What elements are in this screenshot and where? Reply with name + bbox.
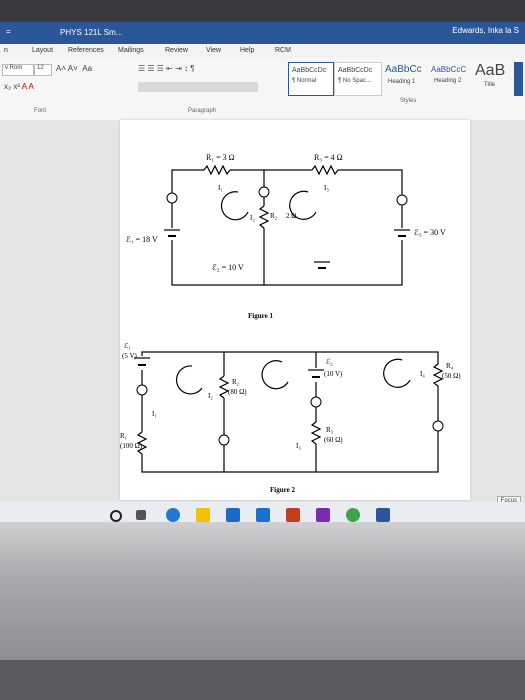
document-page[interactable]: R₁ = 3 Ω R₃ = 4 Ω I₁ I₃ I₂ R₂ 2 Ω ℰ₁ = 1…: [120, 120, 470, 500]
keyboard: [0, 660, 525, 700]
fig2-i3-label: I₃: [296, 442, 301, 450]
fig1-i1-label: I₁: [218, 184, 223, 192]
chrome-icon[interactable]: [346, 508, 360, 522]
task-view-icon[interactable]: [136, 510, 146, 520]
list-icons[interactable]: ☰ ☰ ☰ ⇤ ⇥ ↕ ¶: [138, 64, 195, 73]
fig2-e1-value: (5 V): [122, 352, 138, 360]
fig1-loop-arrow-left: [220, 191, 249, 221]
fig1-outer-loop: [171, 169, 403, 286]
fig2-e2-value: (10 V): [324, 370, 343, 378]
tab-rcm[interactable]: RCM: [275, 47, 291, 54]
figure-2: ℰ₁ (5 V) R₁ (100 Ω) I₁ I₂ R₂ (80 Ω) ℰ₂ (…: [120, 342, 461, 494]
font-name-select[interactable]: v Rom: [2, 64, 34, 76]
ribbon-tabs: n Layout References Mailings Review View…: [0, 44, 525, 58]
fig1-r1-resistor: [203, 164, 231, 176]
fig2-r3-resistor: [310, 421, 322, 445]
fig2-r1-label: R₁: [120, 432, 127, 440]
fig2-r2-label: R₂: [232, 378, 240, 386]
style-heading1[interactable]: AaBbCc Heading 1: [385, 64, 422, 85]
word-icon[interactable]: [376, 508, 390, 522]
fig1-r3-resistor: [311, 164, 339, 176]
fig1-caption: Figure 1: [248, 312, 273, 320]
user-name[interactable]: Edwards, Inka la S: [452, 26, 519, 35]
circuit-figures: R₁ = 3 Ω R₃ = 4 Ω I₁ I₃ I₂ R₂ 2 Ω ℰ₁ = 1…: [120, 153, 461, 494]
fig2-r1-value: (100 Ω): [120, 442, 143, 450]
fig2-e1-label: ℰ₁: [124, 342, 131, 350]
tab-references[interactable]: References: [68, 47, 104, 54]
style-normal[interactable]: AaBbCcDc ¶ Normal: [288, 62, 334, 96]
fig1-r2-resistor: [258, 205, 270, 229]
tab-layout[interactable]: Layout: [32, 47, 54, 54]
fig2-r2-value: (80 Ω): [228, 388, 247, 396]
fig1-r2-value: 2 Ω: [286, 212, 296, 220]
fig2-outer-loop: [141, 351, 439, 473]
fig2-loop-arrow-3: [383, 358, 411, 388]
styles-group-label: Styles: [400, 98, 417, 104]
fig1-e3-label: ℰ₃ = 30 V: [414, 228, 446, 237]
ribbon: v Rom 12 A˄ A˅ Aa x₂ x² A A ☰ ☰ ☰ ⇤ ⇥ ↕ …: [0, 58, 525, 121]
fig2-e2-label: ℰ₂: [326, 358, 333, 366]
font-size-select[interactable]: 12: [34, 64, 52, 76]
document-title: PHYS 121L Sm...: [60, 28, 123, 37]
edge-icon[interactable]: [166, 508, 180, 522]
fig2-r3-label: R₃: [326, 426, 334, 434]
laptop-bezel: [0, 522, 525, 660]
tab-view[interactable]: View: [206, 47, 222, 54]
app-icon[interactable]: [316, 508, 330, 522]
fig2-r4-resistor: [432, 363, 444, 387]
figure-1: R₁ = 3 Ω R₃ = 4 Ω I₁ I₃ I₂ R₂ 2 Ω ℰ₁ = 1…: [126, 153, 446, 320]
fig2-loop-arrow-2: [261, 360, 289, 390]
fig1-loop-arrow-right: [289, 190, 317, 220]
style-heading2[interactable]: AaBbCcC Heading 2: [431, 65, 467, 84]
taskbar: [0, 502, 525, 522]
grow-font-icon[interactable]: A˄ A˅ Aa: [56, 64, 93, 73]
fig1-e2-label: ℰ₂ = 10 V: [212, 263, 244, 272]
paragraph-group-label: Paragraph: [188, 108, 217, 114]
mail-icon[interactable]: [256, 508, 270, 522]
fig2-r4-label: R₄: [446, 362, 454, 370]
fig2-i1-label: I₁: [152, 410, 157, 418]
store-icon[interactable]: [226, 508, 240, 522]
screen: = PHYS 121L Sm... Edwards, Inka la S n L…: [0, 22, 525, 522]
format-icons[interactable]: x₂ x² A A: [4, 82, 34, 91]
fig2-r4-value: (50 Ω): [442, 372, 461, 380]
fig2-r3-value: (60 Ω): [324, 436, 343, 444]
start-icon[interactable]: [110, 510, 122, 522]
align-icons[interactable]: [138, 82, 258, 92]
fig2-i4-label: I₄: [420, 370, 425, 378]
fig2-r2-resistor: [218, 375, 230, 399]
tab-review[interactable]: Review: [165, 47, 188, 54]
explorer-icon[interactable]: [196, 508, 210, 522]
fig1-i2-label: I₂: [250, 214, 255, 222]
tab-help[interactable]: Help: [240, 47, 255, 54]
styles-scroll[interactable]: [514, 62, 523, 96]
tab-home[interactable]: n: [4, 47, 8, 54]
fig2-r1-resistor: [136, 431, 148, 455]
title-bar: = PHYS 121L Sm... Edwards, Inka la S: [0, 22, 525, 44]
fig1-r3-label: R₃ = 4 Ω: [314, 153, 343, 162]
style-no-spacing[interactable]: AaBbCcDc ¶ No Spac...: [334, 62, 382, 96]
quick-access[interactable]: =: [6, 27, 11, 36]
fig1-r1-label: R₁ = 3 Ω: [206, 153, 235, 162]
document-area: R₁ = 3 Ω R₃ = 4 Ω I₁ I₃ I₂ R₂ 2 Ω ℰ₁ = 1…: [0, 120, 525, 522]
fig2-i2-label: I₂: [208, 392, 213, 400]
fig1-e1-label: ℰ₁ = 18 V: [126, 235, 158, 244]
office-icon[interactable]: [286, 508, 300, 522]
fig2-loop-arrow-1: [176, 365, 203, 395]
fig1-r2-label: R₂: [270, 212, 278, 220]
style-title[interactable]: AaB Title: [475, 62, 506, 88]
fig2-caption: Figure 2: [270, 486, 295, 494]
tab-mailings[interactable]: Mailings: [118, 47, 144, 54]
font-group-label: Font: [34, 108, 47, 114]
fig1-i3-label: I₃: [324, 184, 329, 192]
